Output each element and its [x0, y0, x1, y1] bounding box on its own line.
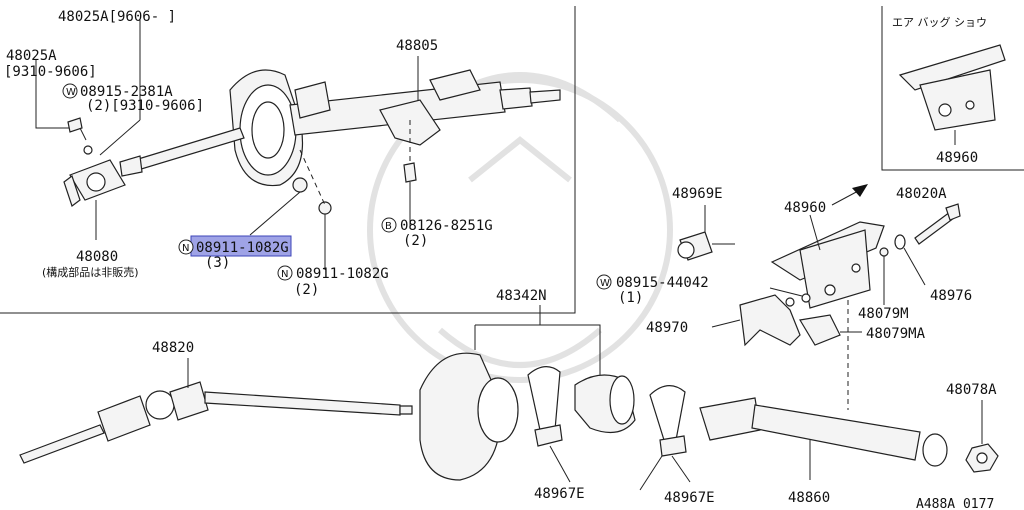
bracket-48960[interactable]	[770, 214, 885, 309]
bolt-48020a[interactable]	[914, 203, 961, 245]
part-date-48025a: [9310-9606]	[4, 64, 97, 80]
lower-shaft-48820[interactable]	[19, 358, 413, 464]
label-48025a-range[interactable]: 48025A[9606- ]	[58, 9, 176, 25]
part-number-48805[interactable]: 48805	[396, 38, 438, 54]
label-n08911-1082g-b[interactable]: N 08911-1082G	[277, 265, 389, 282]
column-assembly-48805[interactable]	[229, 69, 561, 187]
bracket-48970[interactable]	[711, 294, 801, 347]
qty-08911-1082g-a: (3)	[205, 255, 230, 271]
diagram-id: A488A 0177	[916, 497, 994, 510]
clip-48969e[interactable]	[677, 205, 735, 261]
bracket-48025a	[35, 20, 141, 156]
washer-08915-44042[interactable]	[769, 287, 811, 303]
section-frames	[0, 6, 1024, 314]
note-48080-not-sold: (構成部品は非販売)	[42, 265, 139, 279]
part-number-48970[interactable]: 48970	[646, 320, 688, 336]
nut-48079m[interactable]	[879, 247, 889, 305]
label-b08126-8251g[interactable]: B 08126-8251G	[381, 217, 493, 234]
nut-08911-1082g-a[interactable]	[292, 177, 308, 193]
label-w08915-44042[interactable]: W 08915-44042	[596, 274, 709, 291]
part-number-48860[interactable]: 48860	[788, 490, 830, 506]
boot-48342n[interactable]	[419, 305, 636, 481]
qty-08911-1082g-b: (2)	[294, 282, 319, 298]
watermark-emblem	[367, 72, 673, 383]
part-number-08911-1082g-b: 08911-1082G	[296, 266, 389, 282]
part-number-48969e[interactable]: 48969E	[672, 186, 723, 202]
part-number-48342n[interactable]: 48342N	[496, 288, 547, 304]
qty-08915-2381a: (2)[9310-9606]	[86, 98, 204, 114]
part-number-48967e-b[interactable]: 48967E	[664, 490, 715, 506]
column-jacket-48860[interactable]	[699, 397, 948, 480]
part-number-48967e-a[interactable]: 48967E	[534, 486, 585, 502]
part-number-48080[interactable]: 48080	[76, 249, 118, 265]
part-number-48078a[interactable]: 48078A	[946, 382, 997, 398]
qty-08915-44042: (1)	[618, 290, 643, 306]
washer-prefix-w: W	[66, 87, 76, 98]
dashed-guide-nut	[299, 149, 326, 206]
clamp-48967e-b[interactable]	[639, 385, 691, 491]
bolt-08126-8251g[interactable]	[403, 162, 417, 228]
nut-48078a[interactable]	[965, 400, 999, 473]
inset-title: エア バッグ ショウ	[892, 15, 987, 29]
washer-48976[interactable]	[894, 234, 926, 286]
label-w08915-2381a[interactable]: W 08915-2381A	[62, 83, 173, 100]
part-number-48020a[interactable]: 48020A	[896, 186, 947, 202]
part-number-48025a-range: 48025A[9606- ]	[58, 9, 176, 25]
arrow-shaft	[831, 189, 861, 206]
cover-48079ma[interactable]	[799, 314, 862, 346]
part-number-08915-44042: 08915-44042	[616, 275, 709, 291]
part-number-08915-2381a: 08915-2381A	[80, 84, 173, 100]
airbag-bracket-inset-48960[interactable]	[898, 44, 1006, 145]
intermediate-shaft[interactable]	[119, 127, 245, 177]
nut-prefix-n: N	[281, 269, 288, 280]
part-number-48079m[interactable]: 48079M	[858, 306, 909, 322]
qty-08126-8251g: (2)	[403, 233, 428, 249]
part-number-48960-inset[interactable]: 48960	[936, 150, 978, 166]
label-n08911-1082g-a[interactable]: N 08911-1082G	[178, 235, 292, 257]
bolt-prefix-b: B	[385, 221, 392, 232]
leader-nut-a	[249, 191, 301, 236]
joint-48080[interactable]	[63, 159, 126, 207]
nut-prefix-n: N	[182, 243, 189, 254]
part-number-48820[interactable]: 48820	[152, 340, 194, 356]
clamp-48967e-a[interactable]	[527, 366, 571, 483]
bolt-08915-2381a[interactable]	[67, 117, 93, 155]
washer-prefix-w: W	[600, 278, 610, 289]
part-number-08911-1082g-a: 08911-1082G	[196, 240, 289, 256]
part-number-08126-8251g: 08126-8251G	[400, 218, 493, 234]
arrow-head-icon	[852, 184, 868, 197]
part-number-48976[interactable]: 48976	[930, 288, 972, 304]
part-number-48025a[interactable]: 48025A	[6, 48, 57, 64]
part-number-48079ma[interactable]: 48079MA	[866, 326, 926, 342]
part-number-48960[interactable]: 48960	[784, 200, 826, 216]
nut-08911-1082g-b[interactable]	[318, 201, 332, 215]
